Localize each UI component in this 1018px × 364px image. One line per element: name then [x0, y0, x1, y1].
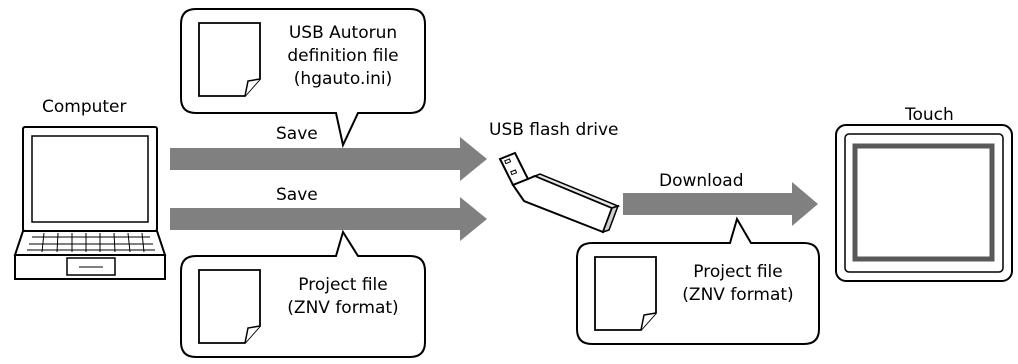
project-callout-touch [576, 216, 820, 345]
autorun-line-3: (hgauto.ini) [293, 69, 393, 89]
touch-label: Touch [905, 105, 954, 125]
autorun-line-1: USB Autorun [288, 23, 398, 43]
project-callout-computer [180, 229, 426, 358]
usb-flash-drive-icon [498, 151, 621, 234]
project-touch-line-1: Project file [693, 262, 783, 282]
project-touch-line-2: (ZNV format) [682, 285, 794, 305]
project-file-icon-touch [594, 256, 657, 331]
autorun-file-icon [198, 22, 261, 97]
download-label: Download [659, 171, 744, 191]
project-computer-line-2: (ZNV format) [287, 298, 399, 318]
download-arrow [623, 182, 818, 226]
usb-drive-label: USB flash drive [489, 120, 619, 140]
computer-label: Computer [42, 97, 127, 117]
autorun-callout-text: USB Autorun definition file (hgauto.ini) [268, 23, 418, 89]
autorun-callout [180, 8, 426, 149]
touch-panel-icon [835, 124, 1013, 282]
computer-icon [13, 126, 167, 280]
save-arrow-bottom [170, 197, 487, 241]
project-touch-callout-text: Project file (ZNV format) [663, 262, 813, 305]
project-computer-callout-text: Project file (ZNV format) [268, 275, 418, 318]
project-computer-line-1: Project file [298, 275, 388, 295]
project-file-icon-computer [198, 269, 261, 344]
save-arrow-top [170, 137, 487, 181]
save-bottom-label: Save [276, 185, 318, 205]
save-top-label: Save [276, 124, 318, 144]
autorun-line-2: definition file [287, 46, 399, 66]
